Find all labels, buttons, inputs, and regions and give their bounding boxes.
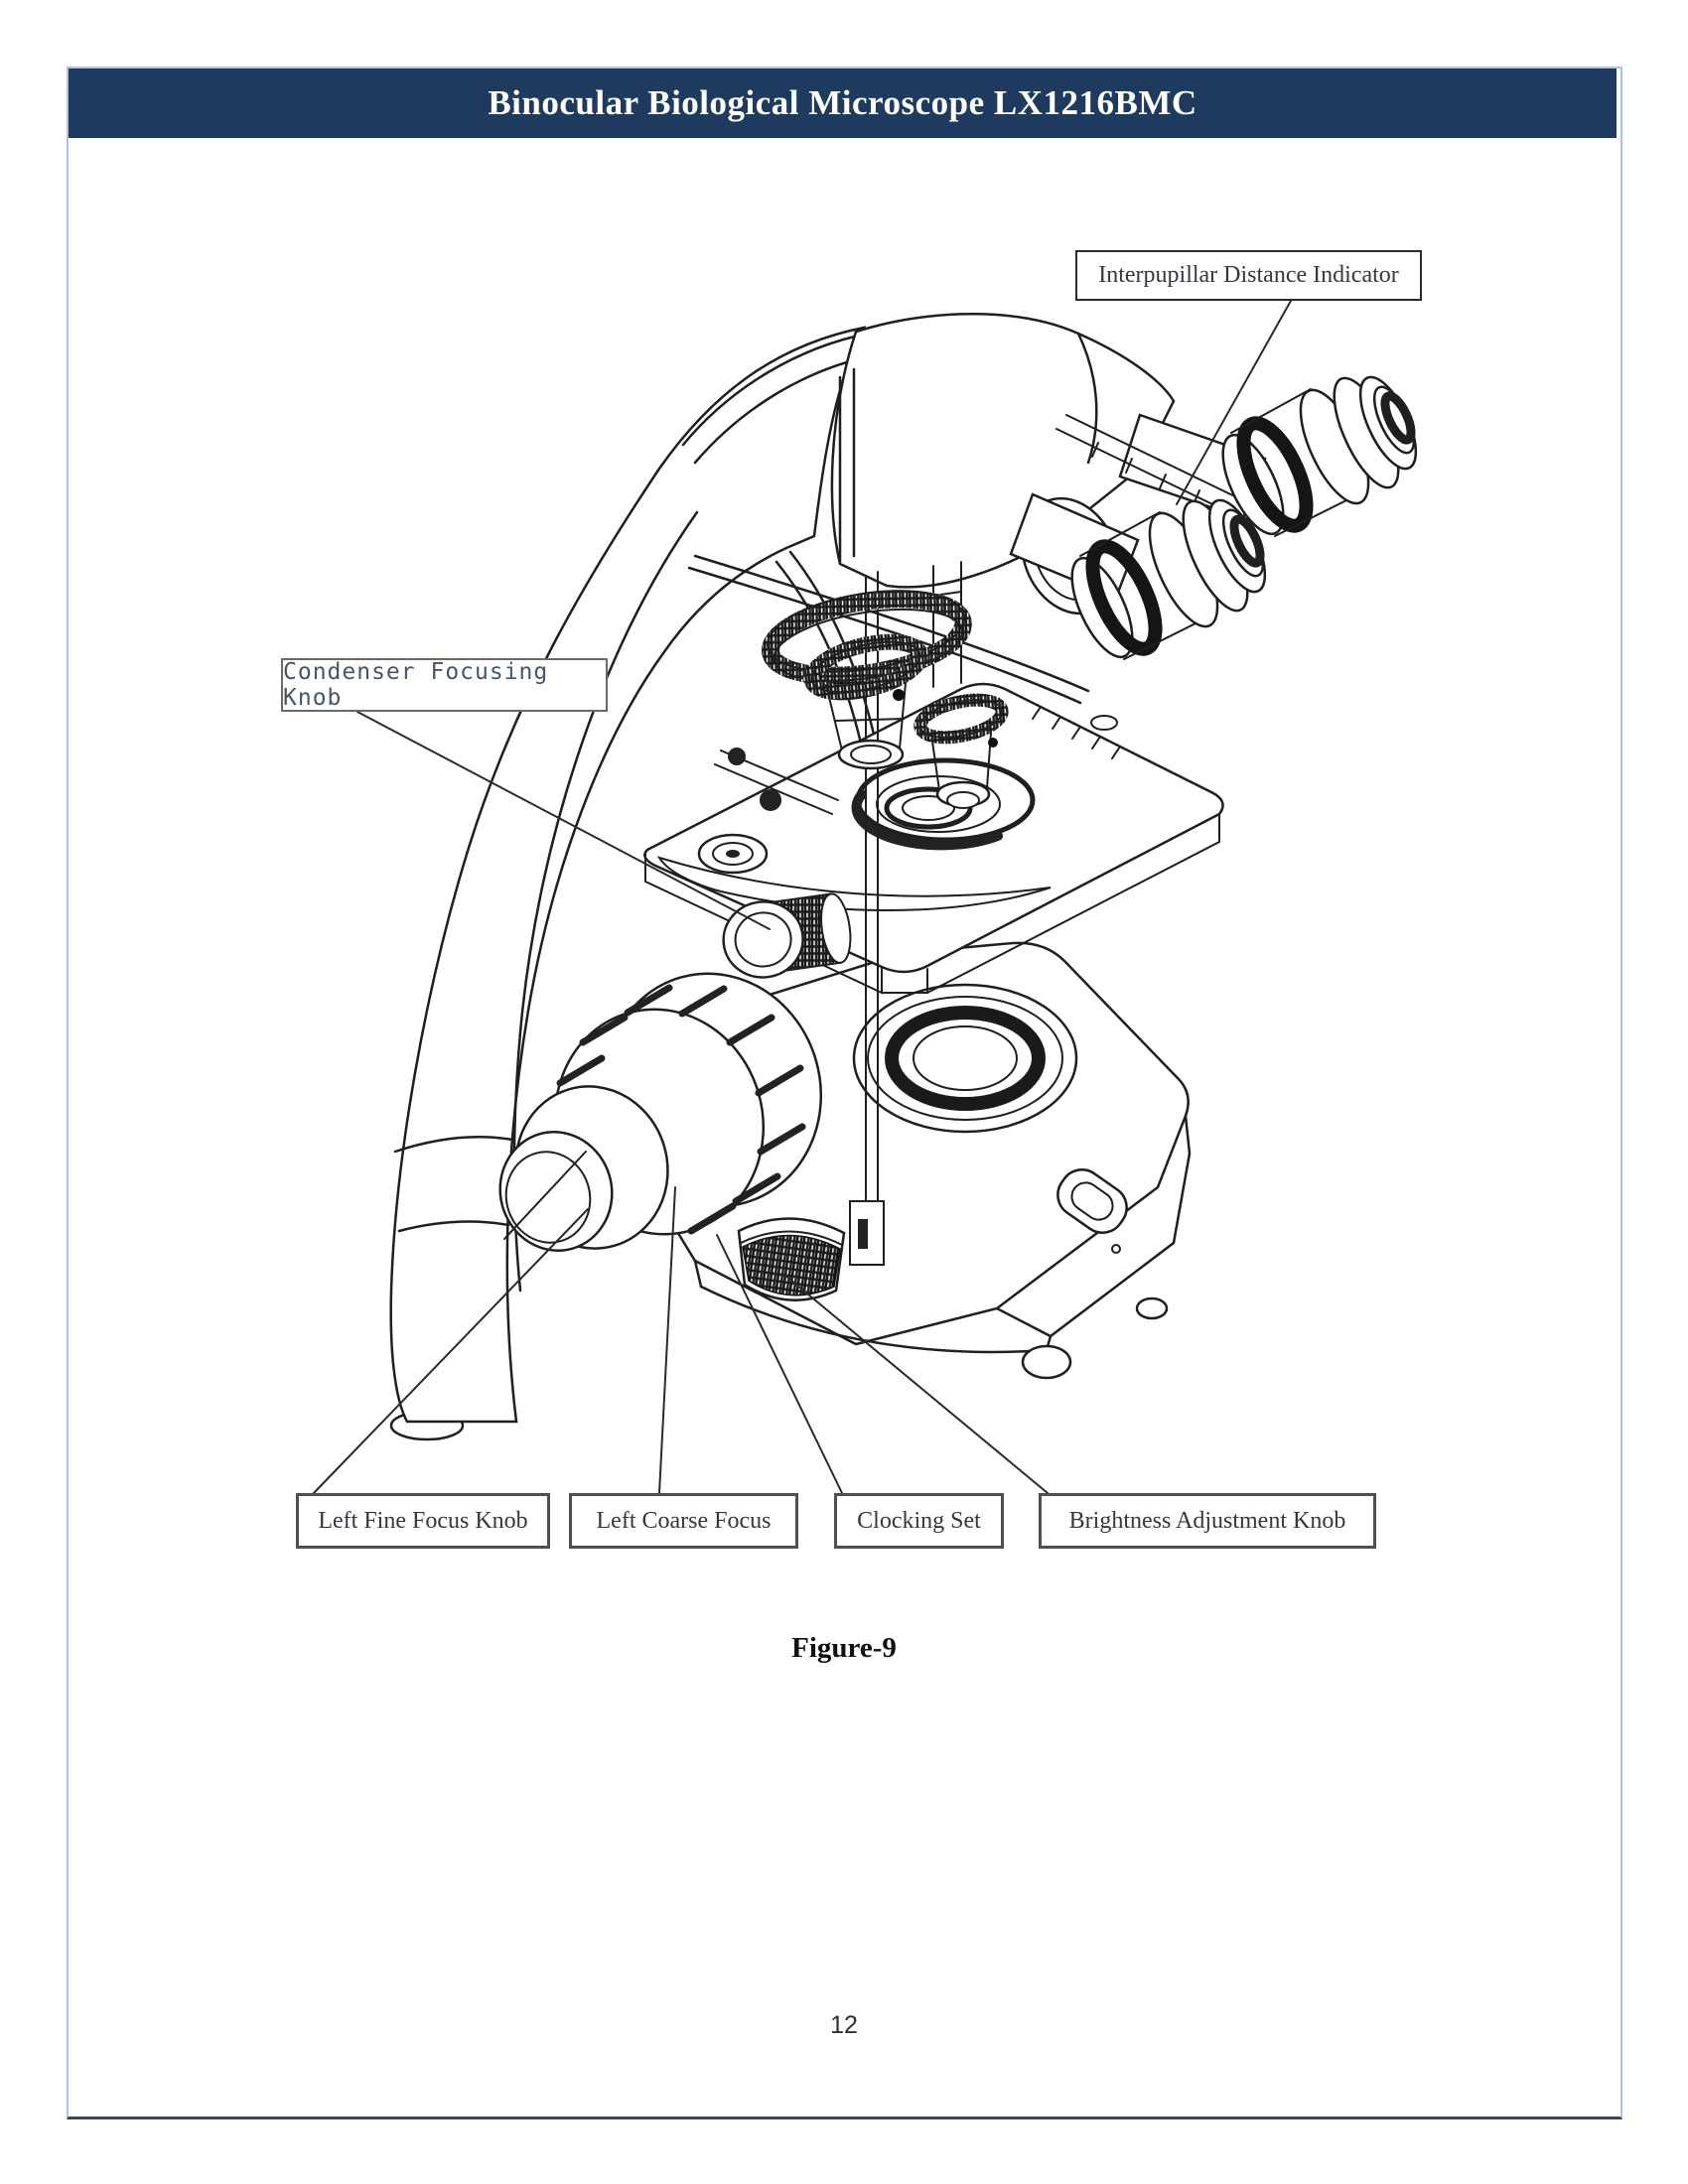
objective-left bbox=[803, 633, 928, 770]
callout-label: Brightness Adjustment Knob bbox=[1068, 1507, 1346, 1534]
figure-caption: Figure-9 bbox=[791, 1632, 897, 1664]
interpupillary-scale bbox=[1055, 414, 1248, 517]
leader-lines bbox=[313, 300, 1292, 1494]
callout-label: Left Fine Focus Knob bbox=[318, 1507, 528, 1534]
callout-left-coarse-focus: Left Coarse Focus bbox=[569, 1493, 798, 1549]
grip-slots bbox=[556, 984, 806, 1235]
binocular-head bbox=[687, 313, 1176, 705]
brightness-thumbwheel bbox=[737, 1217, 846, 1301]
leader-interpupillar bbox=[1176, 300, 1292, 505]
callout-brightness-adjustment-knob: Brightness Adjustment Knob bbox=[1039, 1493, 1376, 1549]
power-switch bbox=[1056, 1168, 1128, 1234]
leader-brightness bbox=[783, 1274, 1049, 1494]
vernier-ticks bbox=[1032, 706, 1121, 759]
leader-clocking bbox=[716, 1234, 843, 1494]
leader-coarse-focus bbox=[658, 1186, 676, 1494]
illuminator-lens bbox=[852, 983, 1078, 1134]
callout-label: Condenser Focusing Knob bbox=[283, 659, 549, 711]
callout-label: Interpupillar Distance Indicator bbox=[1098, 262, 1399, 288]
eyepiece-lower bbox=[1070, 498, 1267, 660]
eyepiece-upper bbox=[1221, 375, 1418, 537]
callout-label: Clocking Set bbox=[857, 1507, 981, 1534]
callout-clocking-set: Clocking Set bbox=[834, 1493, 1004, 1549]
page-header: Binocular Biological Microscope LX1216BM… bbox=[69, 68, 1617, 138]
condenser-focus-knob bbox=[722, 892, 852, 979]
page-number: 12 bbox=[830, 2011, 858, 2039]
callout-interpupillar-distance-indicator: Interpupillar Distance Indicator bbox=[1075, 250, 1422, 301]
leader-fine-focus bbox=[313, 1208, 589, 1494]
page-title: Binocular Biological Microscope LX1216BM… bbox=[488, 83, 1197, 122]
callout-left-fine-focus-knob: Left Fine Focus Knob bbox=[296, 1493, 550, 1549]
objective-right bbox=[914, 693, 1009, 809]
fine-focus-knob bbox=[498, 1085, 669, 1252]
callout-label: Left Coarse Focus bbox=[596, 1507, 772, 1534]
nosepiece bbox=[761, 590, 972, 685]
callout-condenser-focusing-knob: Condenser Focusing Knob bbox=[281, 658, 608, 712]
leader-condenser bbox=[356, 711, 771, 930]
